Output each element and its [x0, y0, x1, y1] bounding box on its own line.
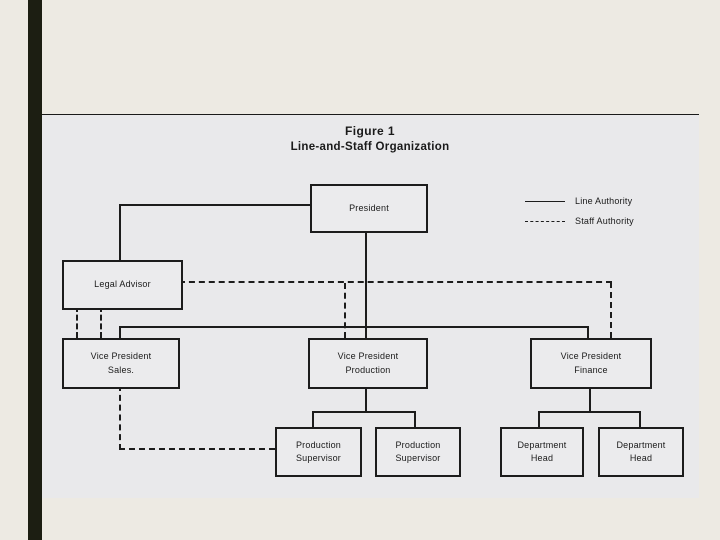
org-node-label: President — [349, 202, 389, 213]
org-node-label: Production — [395, 439, 441, 450]
org-node-label: Department — [517, 439, 567, 450]
org-node-vp-sales: Vice President Sales. — [62, 338, 180, 389]
legend-line-authority-label: Line Authority — [575, 196, 633, 206]
org-node-production-supervisor-2: Production Supervisor — [375, 427, 461, 477]
org-node-label: Vice President — [90, 351, 152, 362]
org-node-department-head-2: Department Head — [598, 427, 684, 477]
connector-drop-supervisor-2 — [414, 411, 416, 427]
org-node-label: Vice President — [560, 351, 622, 362]
connector-president-to-legal-horizontal — [119, 204, 310, 206]
org-node-legal-advisor: Legal Advisor — [62, 260, 183, 310]
connector-supervisors-horizontal — [313, 411, 416, 413]
dashed-line-swatch — [525, 220, 565, 222]
org-node-label: Head — [629, 453, 653, 463]
org-node-vp-production: Vice President Production — [308, 338, 428, 389]
staff-line-to-vp-finance — [610, 282, 612, 338]
org-node-label: Supervisor — [295, 453, 342, 463]
org-node-department-head-1: Department Head — [500, 427, 584, 477]
staff-line-to-vp-production — [344, 283, 346, 338]
org-node-label: Department — [616, 439, 666, 450]
connector-dept-heads-horizontal — [539, 411, 641, 413]
org-node-label: Legal Advisor — [94, 279, 151, 290]
org-node-production-supervisor-1: Production Supervisor — [275, 427, 362, 477]
staff-line-legal-horizontal — [179, 281, 612, 283]
figure-title-block: Figure 1 Line-and-Staff Organization — [140, 124, 600, 153]
legend-staff-authority: Staff Authority — [525, 216, 634, 226]
connector-president-to-vp-production — [365, 229, 367, 338]
figure-subtitle: Line-and-Staff Organization — [290, 141, 450, 153]
org-node-label: Supervisor — [395, 453, 441, 463]
org-node-label: Finance — [574, 364, 608, 375]
staff-line-vp-sales-down — [119, 385, 121, 450]
connector-vp-production-down — [365, 385, 367, 413]
org-node-label: Production — [295, 439, 342, 450]
connector-drop-dept-head-1 — [538, 411, 540, 427]
connector-vp-finance-down — [589, 385, 591, 413]
left-accent-bar — [28, 0, 42, 540]
org-node-label: Vice President — [337, 351, 399, 362]
connector-drop-vp-sales — [119, 326, 121, 338]
staff-line-legal-to-vp-sales-right — [100, 306, 102, 338]
connector-drop-supervisor-1 — [312, 411, 314, 427]
connector-drop-vp-finance — [587, 326, 589, 338]
connector-vp-row-horizontal — [119, 326, 589, 328]
legend-staff-authority-label: Staff Authority — [575, 216, 634, 226]
org-node-label: Sales. — [107, 364, 135, 375]
connector-president-to-legal-vertical — [119, 204, 121, 260]
org-node-label: Head — [530, 453, 554, 463]
figure-title: Figure 1 — [345, 124, 395, 138]
org-node-label: Production — [345, 364, 391, 375]
legend-line-authority: Line Authority — [525, 196, 632, 206]
connector-drop-dept-head-2 — [639, 411, 641, 427]
org-node-president: President — [310, 184, 428, 233]
org-node-vp-finance: Vice President Finance — [530, 338, 652, 389]
solid-line-swatch — [525, 200, 565, 202]
staff-line-to-supervisor-1 — [119, 448, 275, 450]
staff-line-legal-to-vp-sales-left — [76, 306, 78, 338]
